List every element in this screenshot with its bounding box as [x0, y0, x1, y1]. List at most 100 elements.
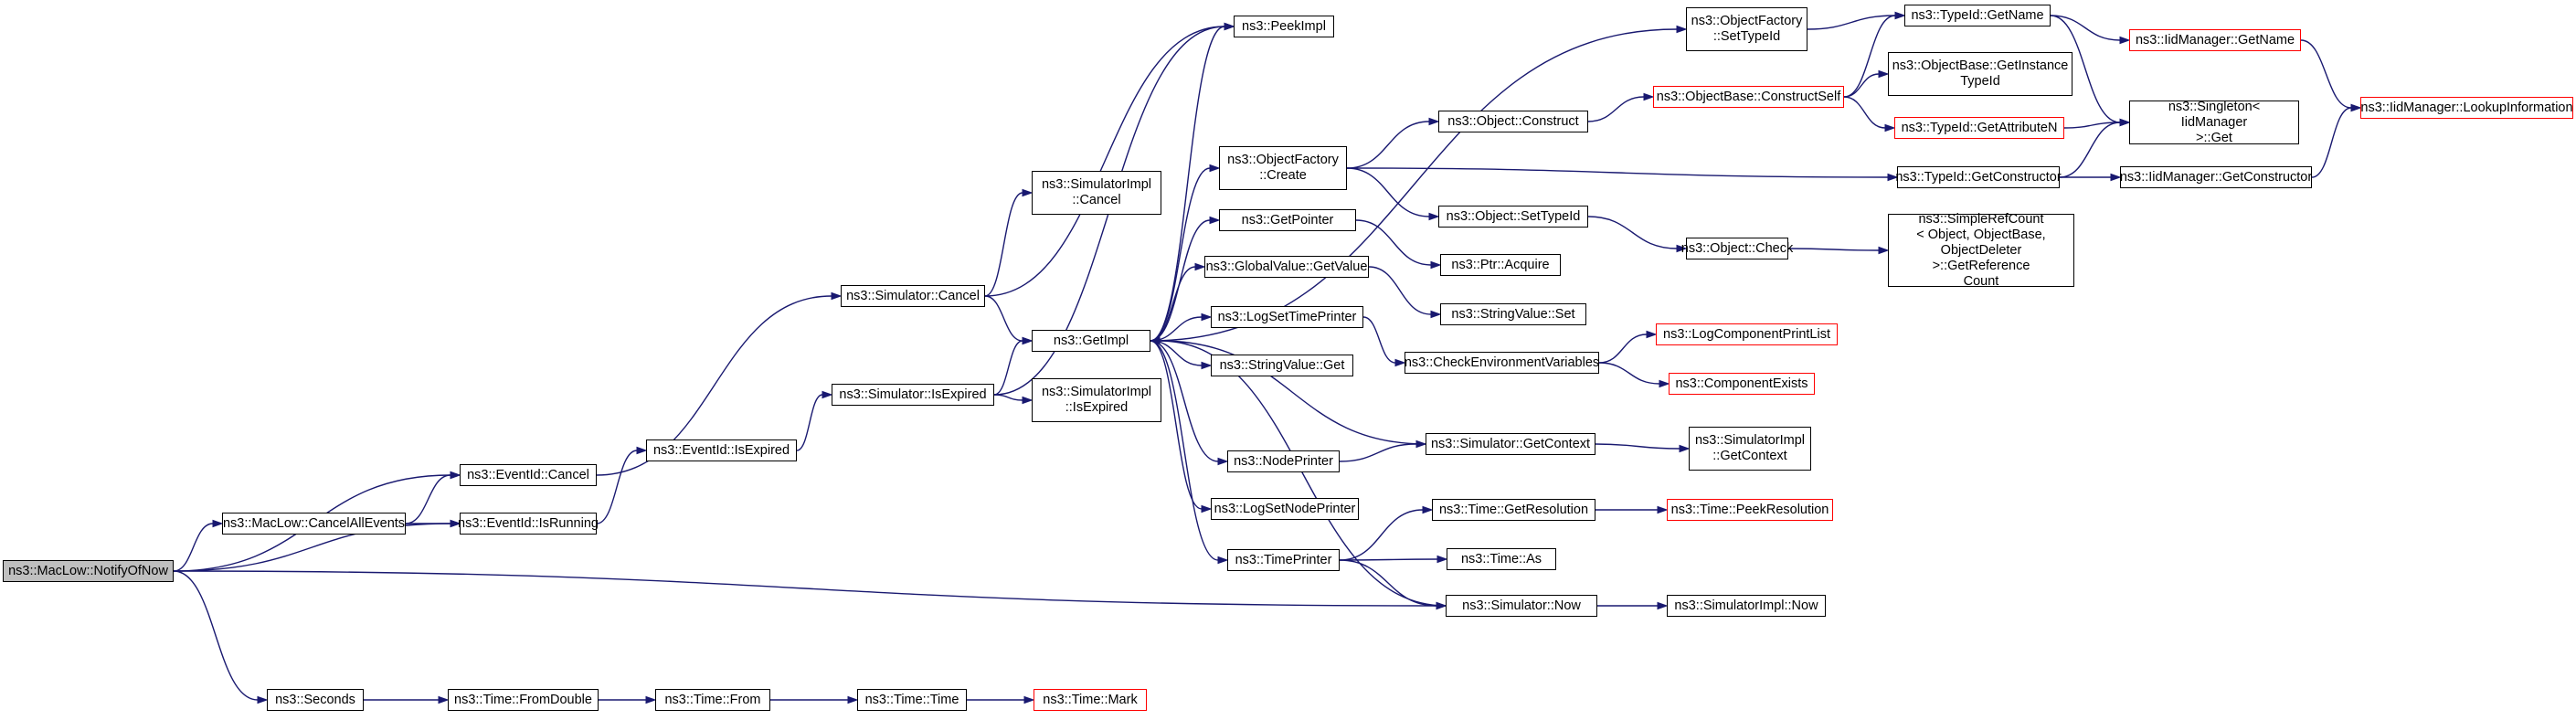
function-node-n32[interactable]: ns3::ObjectBase::ConstructSelf	[1653, 86, 1844, 108]
call-edge-n32-n31	[1843, 15, 1896, 98]
call-edge-n21-n29	[1339, 509, 1424, 561]
arrowhead-icon	[1676, 244, 1688, 253]
function-node-n37[interactable]: ns3::SimulatorImpl::Now	[1667, 595, 1826, 617]
function-node-n48[interactable]: ns3::Time::From	[655, 689, 770, 711]
function-node-n8[interactable]: ns3::EventId::IsExpired	[646, 439, 797, 461]
arrowhead-icon	[1149, 336, 1161, 345]
function-node-n30[interactable]: ns3::Time::As	[1447, 548, 1556, 570]
call-edge-n10-n21	[1150, 340, 1219, 561]
arrowhead-icon	[2119, 36, 2131, 45]
call-edge-n4-n8	[596, 450, 638, 524]
call-edge-n28-n35	[1595, 443, 1680, 450]
function-node-n49[interactable]: ns3::Time::Time	[857, 689, 967, 711]
function-node-n41[interactable]: ns3::ComponentExists	[1669, 373, 1815, 395]
function-node-n5[interactable]: ns3::Simulator::Now	[1446, 595, 1597, 617]
call-edge-n22-n31	[1807, 15, 1896, 30]
call-edge-n10-n14	[1150, 167, 1211, 342]
function-node-n19[interactable]: ns3::NodePrinter	[1227, 450, 1340, 472]
arrowhead-icon	[1023, 695, 1035, 704]
function-node-n15[interactable]: ns3::GetPointer	[1219, 209, 1356, 231]
function-node-n29[interactable]: ns3::Time::GetResolution	[1432, 499, 1595, 521]
function-node-n45[interactable]: ns3::IidManager::GetConstructor	[2120, 166, 2312, 188]
function-node-n16[interactable]: ns3::GlobalValue::GetValue	[1204, 256, 1369, 278]
function-node-n42[interactable]: ns3::SimpleRefCount < Object, ObjectBase…	[1888, 212, 2074, 289]
function-node-n46[interactable]: ns3::IidManager::LookupInformation	[2360, 97, 2573, 119]
arrowhead-icon	[1422, 505, 1434, 514]
function-node-n1[interactable]: ns3::MacLow::NotifyOfNow	[3, 560, 174, 582]
call-edge-n24-n34	[1587, 216, 1678, 249]
function-node-n18[interactable]: ns3::StringValue::Get	[1211, 355, 1353, 376]
arrowhead-icon	[1201, 312, 1213, 322]
function-node-n26[interactable]: ns3::StringValue::Set	[1440, 303, 1586, 325]
arrowhead-icon	[450, 519, 461, 528]
call-edge-n32-n39	[1843, 96, 1886, 129]
function-node-n21[interactable]: ns3::TimePrinter	[1227, 549, 1340, 571]
arrowhead-icon	[1201, 361, 1213, 370]
arrowhead-icon	[1676, 25, 1688, 34]
function-node-n3[interactable]: ns3::MacLow::CancelAllEvents	[222, 513, 406, 535]
arrowhead-icon	[438, 695, 450, 704]
call-edge-n7-n13	[984, 26, 1225, 297]
call-edge-n7-n10	[984, 295, 1023, 342]
call-edge-n21-n30	[1339, 558, 1438, 561]
function-node-n27[interactable]: ns3::CheckEnvironmentVariables	[1405, 352, 1599, 374]
function-node-n2[interactable]: ns3::EventId::Cancel	[460, 464, 597, 486]
function-node-n22[interactable]: ns3::ObjectFactory ::SetTypeId	[1686, 7, 1807, 51]
arrowhead-icon	[1194, 262, 1206, 271]
arrowhead-icon	[1022, 336, 1034, 345]
arrowhead-icon	[212, 519, 224, 528]
function-node-n12[interactable]: ns3::SimulatorImpl ::IsExpired	[1032, 378, 1161, 422]
call-edge-n1-n3	[173, 523, 214, 572]
function-node-n20[interactable]: ns3::LogSetNodePrinter	[1211, 498, 1359, 520]
function-node-n6[interactable]: ns3::Seconds	[267, 689, 364, 711]
function-node-n43[interactable]: ns3::IidManager::GetName	[2129, 29, 2301, 51]
function-node-n17[interactable]: ns3::LogSetTimePrinter	[1211, 306, 1363, 328]
arrowhead-icon	[1022, 396, 1034, 405]
arrowhead-icon	[450, 471, 461, 480]
function-node-n4[interactable]: ns3::EventId::IsRunning	[458, 513, 599, 535]
call-edge-n8-n9	[796, 394, 823, 451]
function-node-n31[interactable]: ns3::TypeId::GetName	[1904, 5, 2051, 26]
arrowhead-icon	[257, 695, 269, 704]
call-edge-n16-n26	[1368, 266, 1432, 315]
function-node-n50[interactable]: ns3::Time::Mark	[1034, 689, 1147, 711]
arrowhead-icon	[1657, 505, 1669, 514]
function-node-n23[interactable]: ns3::Object::Construct	[1438, 111, 1588, 132]
call-edge-n28-n10	[1159, 340, 1426, 445]
arrowhead-icon	[1643, 92, 1655, 101]
arrowhead-icon	[1646, 330, 1658, 339]
call-edge-n17-n27	[1362, 316, 1396, 364]
function-node-n47[interactable]: ns3::Time::FromDouble	[448, 689, 599, 711]
call-edge-n31-n43	[2050, 15, 2121, 41]
function-node-n10[interactable]: ns3::GetImpl	[1032, 330, 1150, 352]
arrowhead-icon	[1394, 358, 1406, 367]
function-node-n33[interactable]: ns3::TypeId::GetConstructor	[1895, 166, 2062, 188]
arrowhead-icon	[1884, 123, 1896, 132]
function-node-n7[interactable]: ns3::Simulator::Cancel	[841, 285, 985, 307]
call-edge-n10-n19	[1150, 340, 1219, 462]
arrowhead-icon	[1878, 69, 1890, 79]
arrowhead-icon	[1679, 444, 1691, 453]
arrowhead-icon	[847, 695, 859, 704]
call-edge-n7-n11	[984, 192, 1023, 297]
function-node-n38[interactable]: ns3::ObjectBase::GetInstance TypeId	[1888, 52, 2072, 96]
arrowhead-icon	[1209, 216, 1221, 225]
function-node-n44[interactable]: ns3::Singleton< IidManager >::Get	[2129, 100, 2299, 145]
function-node-n35[interactable]: ns3::SimulatorImpl ::GetContext	[1689, 427, 1811, 471]
call-edge-n21-n5	[1339, 559, 1437, 607]
call-edge-n14-n24	[1346, 167, 1430, 217]
function-node-n9[interactable]: ns3::Simulator::IsExpired	[832, 384, 994, 406]
function-node-n40[interactable]: ns3::LogComponentPrintList	[1656, 323, 1838, 345]
function-node-n11[interactable]: ns3::SimulatorImpl ::Cancel	[1032, 171, 1161, 215]
function-node-n39[interactable]: ns3::TypeId::GetAttributeN	[1894, 117, 2064, 139]
function-node-n34[interactable]: ns3::Object::Check	[1681, 238, 1793, 259]
function-node-n24[interactable]: ns3::Object::SetTypeId	[1438, 206, 1588, 228]
arrowhead-icon	[1217, 457, 1229, 466]
function-node-n14[interactable]: ns3::ObjectFactory ::Create	[1219, 146, 1347, 190]
function-node-n13[interactable]: ns3::PeekImpl	[1234, 16, 1334, 37]
function-node-n28[interactable]: ns3::Simulator::GetContext	[1426, 433, 1595, 455]
arrowhead-icon	[1659, 379, 1670, 388]
function-node-n36[interactable]: ns3::Time::PeekResolution	[1667, 499, 1833, 521]
function-node-n25[interactable]: ns3::Ptr::Acquire	[1440, 254, 1561, 276]
